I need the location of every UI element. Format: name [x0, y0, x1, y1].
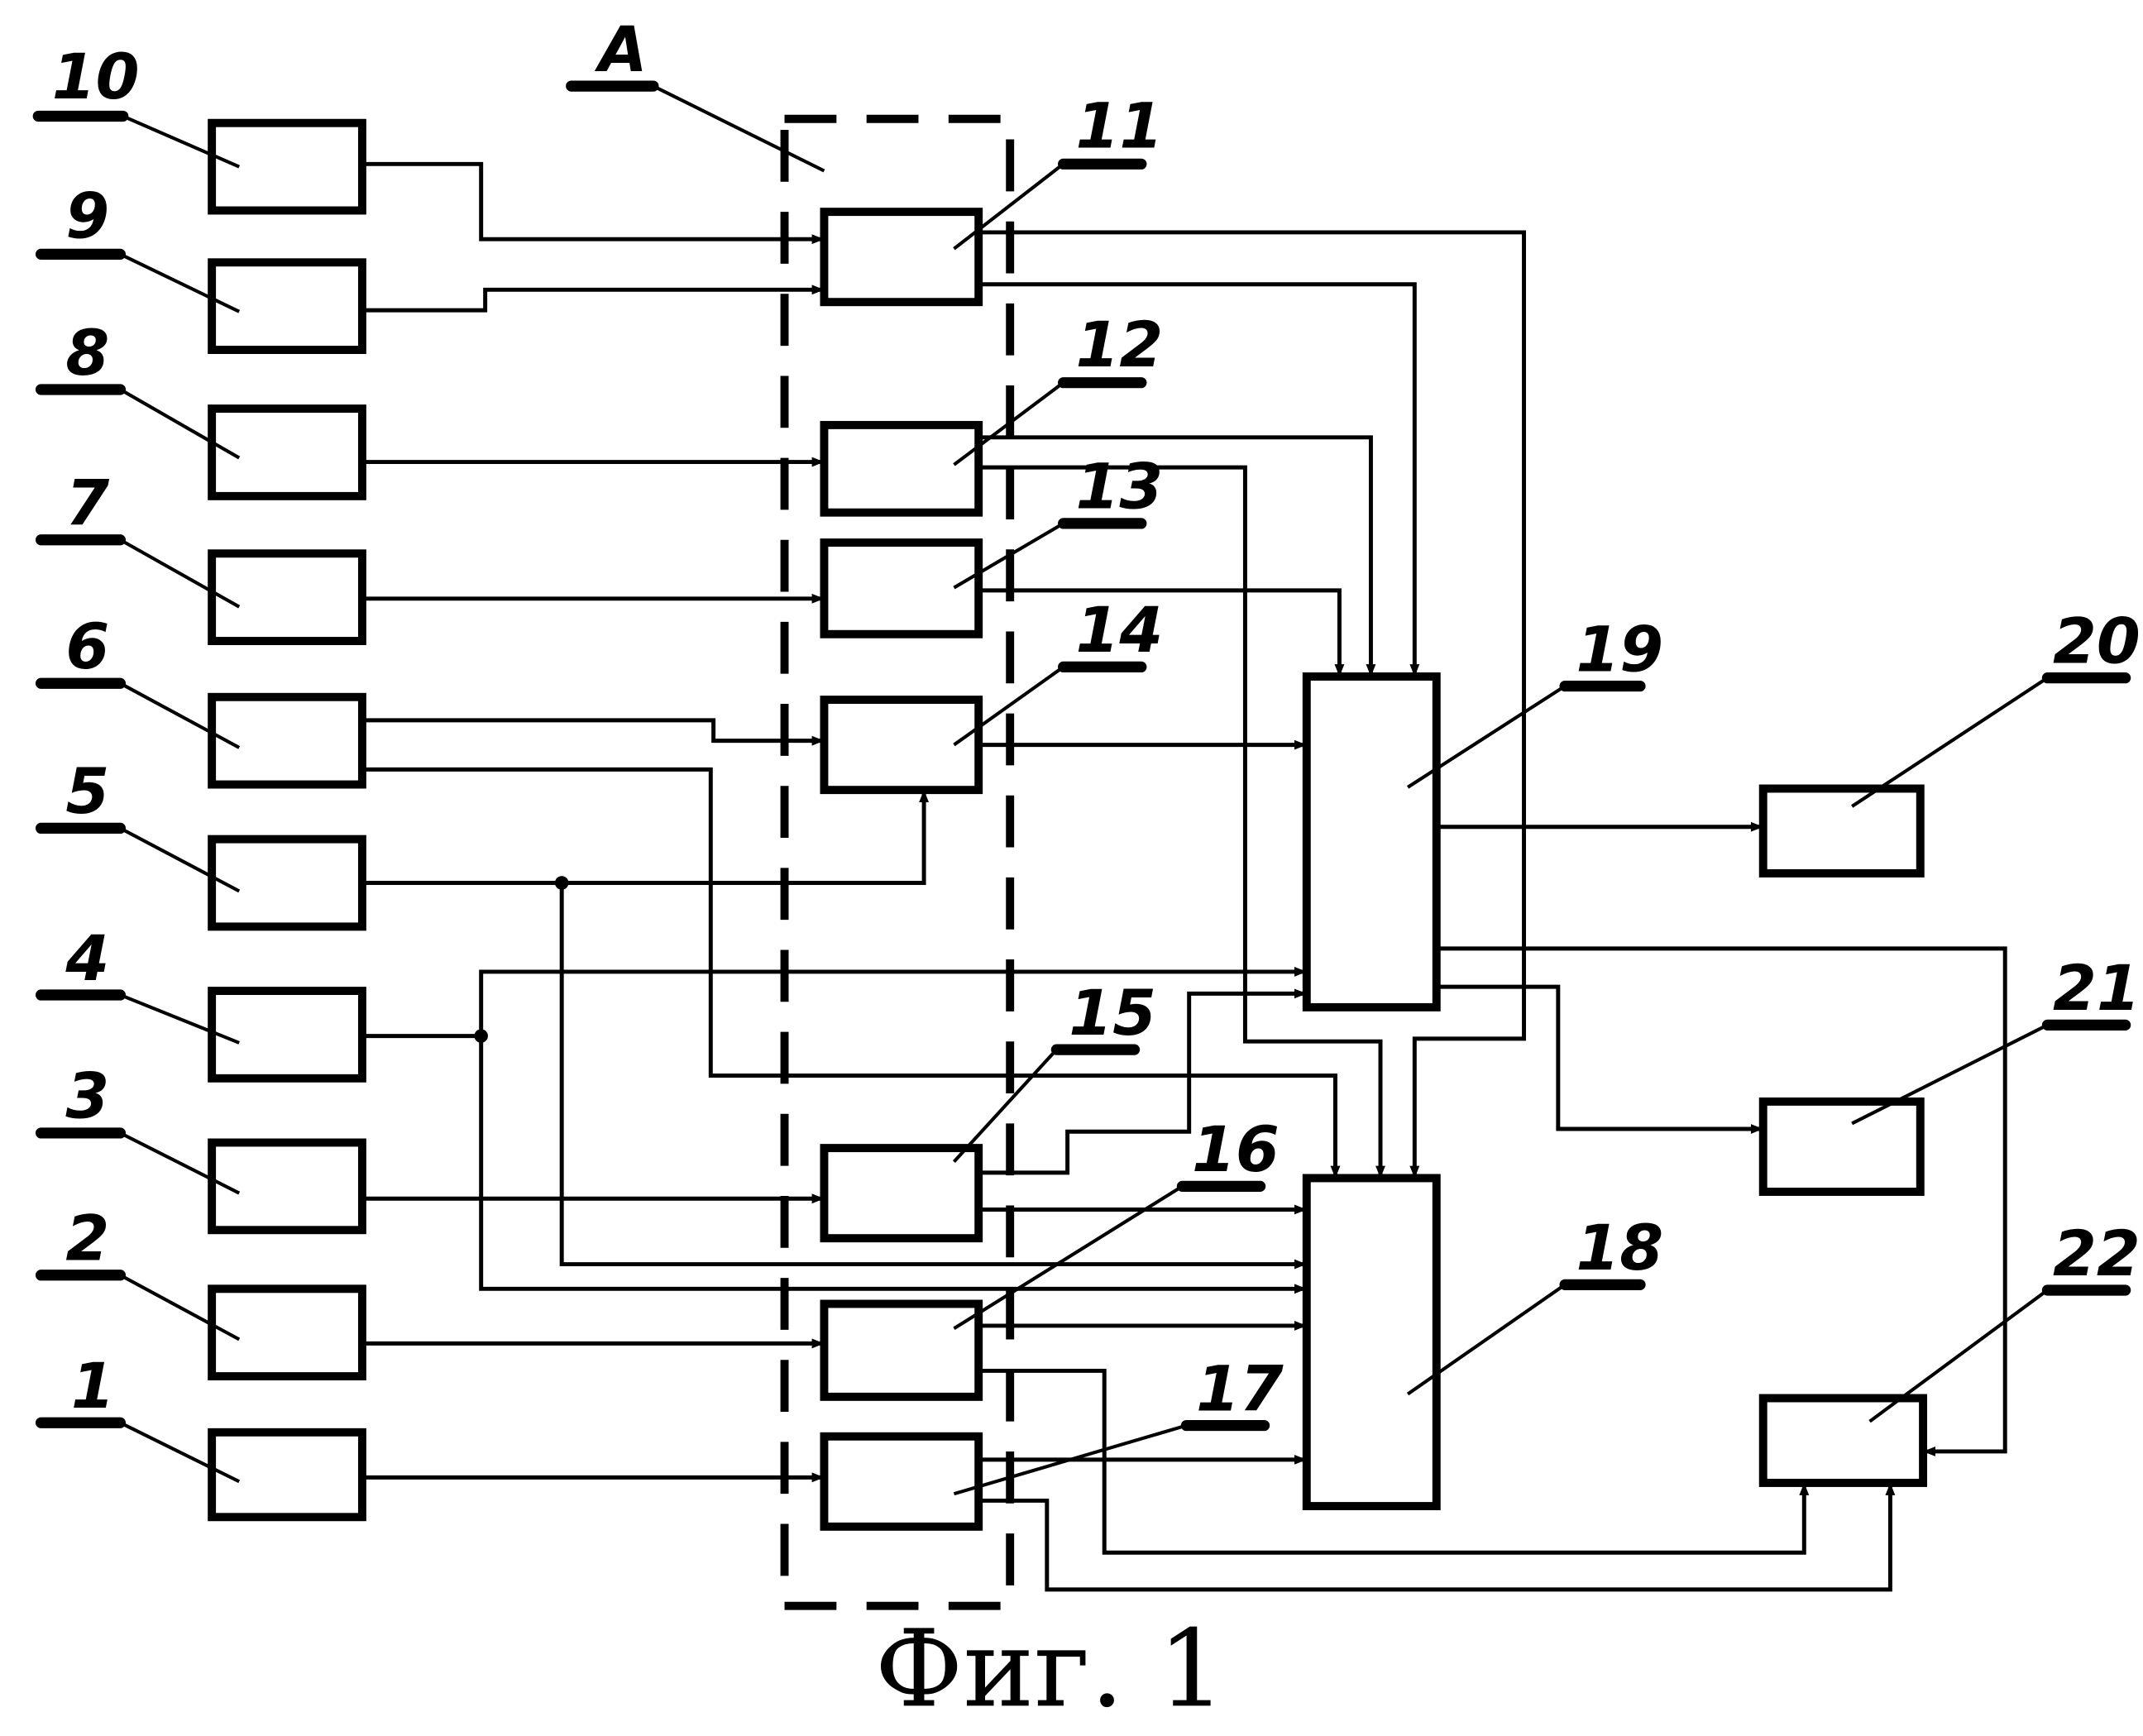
block-22 — [1763, 1399, 1923, 1483]
block-21 — [1763, 1102, 1921, 1192]
figure-caption: Фиг. 1 — [875, 1607, 1226, 1731]
block-11 — [824, 212, 978, 302]
label-a: A — [595, 12, 648, 86]
block-6 — [212, 697, 362, 785]
block-8 — [212, 409, 362, 496]
label-2: 2 — [65, 1202, 109, 1275]
label-6: 6 — [65, 610, 109, 683]
block-18 — [1307, 1178, 1437, 1506]
block-2 — [212, 1289, 362, 1376]
label-22: 22 — [2053, 1217, 2141, 1290]
label-5: 5 — [65, 754, 109, 828]
label-1: 1 — [71, 1349, 115, 1423]
block-19 — [1307, 677, 1437, 1007]
label-18: 18 — [1576, 1211, 1663, 1284]
label-17: 17 — [1196, 1351, 1284, 1425]
block-17 — [824, 1437, 978, 1527]
label-9: 9 — [65, 179, 109, 253]
label-14: 14 — [1076, 593, 1164, 667]
label-12: 12 — [1076, 308, 1164, 381]
block-1 — [212, 1432, 362, 1517]
block-20 — [1763, 788, 1921, 873]
label-15: 15 — [1069, 976, 1156, 1050]
label-7: 7 — [65, 466, 109, 540]
label-19: 19 — [1576, 612, 1663, 686]
label-10: 10 — [52, 40, 140, 113]
block-12 — [824, 425, 978, 513]
block-4 — [212, 991, 362, 1078]
label-20: 20 — [2053, 604, 2141, 677]
connections — [362, 164, 2005, 1590]
label-13: 13 — [1076, 450, 1164, 524]
block-7 — [212, 553, 362, 641]
block-10 — [212, 123, 362, 211]
block-5 — [212, 839, 362, 927]
label-16: 16 — [1192, 1112, 1280, 1186]
label-11: 11 — [1076, 88, 1164, 162]
block-9 — [212, 262, 362, 350]
label-4: 4 — [65, 921, 109, 995]
label-8: 8 — [65, 316, 109, 390]
label-3: 3 — [65, 1059, 109, 1133]
label-21: 21 — [2053, 951, 2141, 1025]
block-3 — [212, 1142, 362, 1230]
block-16 — [824, 1303, 978, 1396]
